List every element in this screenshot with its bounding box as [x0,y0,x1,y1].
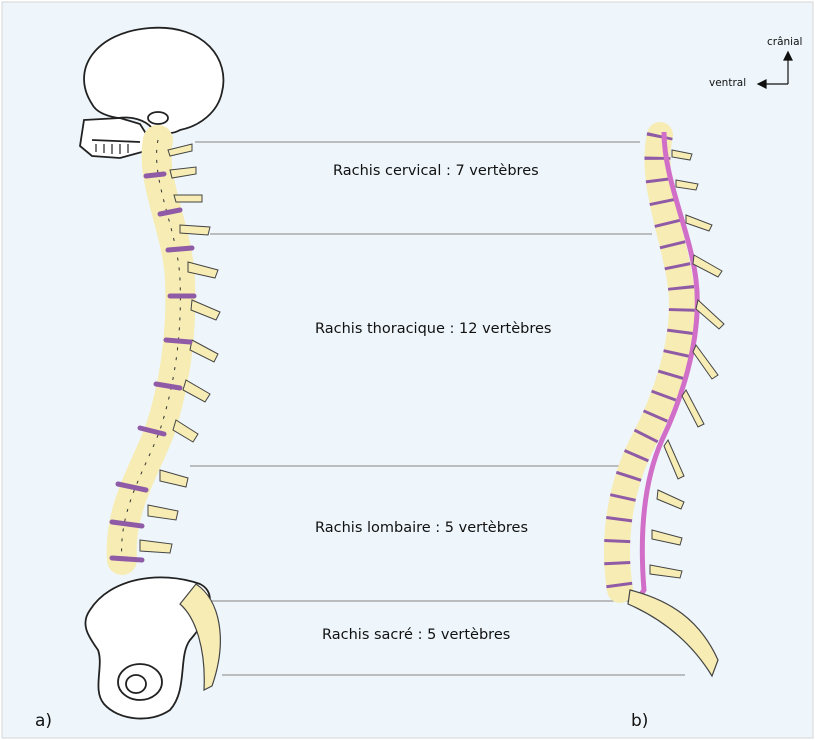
region-label-cervical: Rachis cervical : 7 vertèbres [333,163,539,179]
orientation-up-label: crânial [767,36,802,48]
orientation-left-label: ventral [709,77,746,89]
panel-label-a: a) [35,711,52,731]
region-label-sacral: Rachis sacré : 5 vertèbres [322,627,510,643]
region-label-thoracic: Rachis thoracique : 12 vertèbres [315,321,551,337]
region-label-lumbar: Rachis lombaire : 5 vertèbres [315,520,528,536]
panel-label-b: b) [631,711,648,731]
